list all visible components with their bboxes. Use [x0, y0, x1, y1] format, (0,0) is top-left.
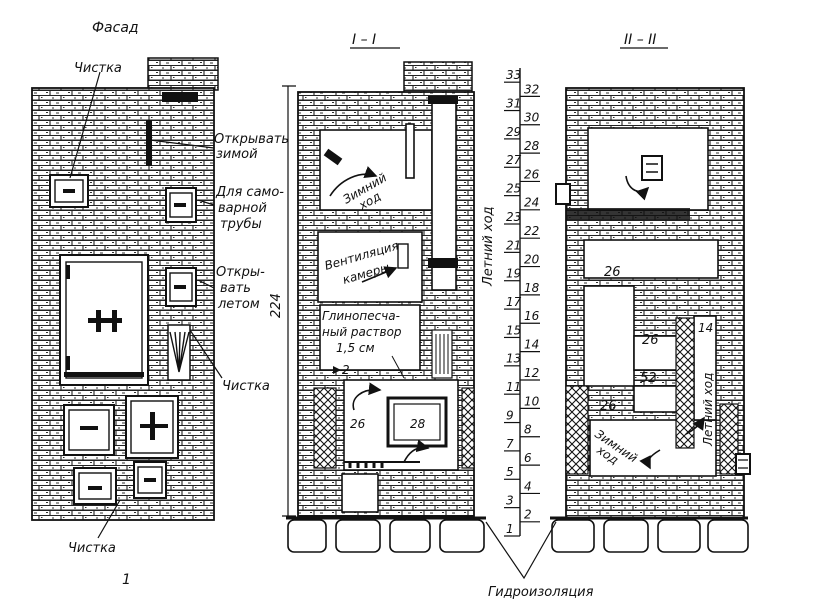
insulation-right-2 — [675, 317, 695, 449]
section-2-view: II – II 26 26 52 26 14 Ле — [555, 32, 751, 519]
course-number: 29 — [506, 125, 521, 139]
label-summer-flue: Летний ход — [481, 206, 496, 287]
label-mortar-1: Глинопесча- — [322, 309, 400, 323]
side-door-lower — [735, 453, 751, 475]
label-cleanout-top: Чистка — [74, 61, 122, 76]
course-number: 27 — [506, 153, 522, 167]
upper-separator — [566, 208, 690, 220]
waterproofing-leader — [485, 521, 557, 580]
course-number: 4 — [524, 479, 532, 493]
top-damper — [428, 96, 458, 104]
course-number: 22 — [524, 224, 539, 238]
course-number: 1 — [506, 522, 514, 536]
insulation-left — [313, 387, 337, 469]
insulation-right — [461, 387, 475, 469]
course-number: 30 — [524, 111, 540, 125]
label-samovar-2: варной — [218, 201, 267, 216]
channel-left — [583, 285, 635, 387]
course-number: 6 — [524, 451, 532, 465]
course-number: 33 — [506, 68, 521, 82]
label-mortar-3: 1,5 см — [336, 341, 375, 355]
label-dim-28: 28 — [410, 417, 426, 431]
section-1-title: I – I — [352, 32, 376, 48]
course-number: 8 — [524, 423, 532, 437]
course-number: 7 — [506, 437, 514, 451]
chamber-vent — [641, 155, 663, 181]
course-number: 9 — [506, 408, 514, 422]
course-number: 13 — [506, 352, 521, 366]
winter-damper-handle — [146, 120, 152, 166]
label-mortar-2: ный раствор — [322, 325, 402, 339]
course-number: 23 — [506, 210, 521, 224]
course-number: 10 — [524, 394, 540, 408]
mortar-layer-zone — [319, 304, 421, 371]
label-dim-26-a: 26 — [604, 265, 621, 280]
label-height-224: 224 — [269, 293, 284, 318]
cleanout-door-bottom-left — [73, 467, 117, 505]
course-number: 31 — [506, 96, 521, 110]
course-number: 5 — [506, 465, 514, 479]
course-number: 14 — [524, 338, 539, 352]
course-scale: 1234567891011121314151617181920212223242… — [504, 68, 540, 537]
course-number: 24 — [524, 196, 539, 210]
label-dim-26: 26 — [350, 417, 366, 431]
summer-damper — [428, 258, 458, 268]
samovar-cap — [162, 92, 198, 102]
facade-title: Фасад — [92, 20, 139, 36]
label-cleanout-right: Чистка — [222, 379, 270, 394]
label-open-summer-1: Откры- — [216, 265, 265, 280]
course-number: 2 — [524, 508, 532, 522]
course-number: 16 — [524, 309, 540, 323]
course-number: 25 — [506, 182, 521, 196]
course-number: 20 — [524, 252, 540, 266]
ash-pit — [341, 473, 379, 513]
label-samovar-1: Для само- — [215, 185, 284, 200]
course-number: 12 — [524, 366, 539, 380]
course-number: 28 — [524, 139, 540, 153]
label-dim-26-c: 26 — [600, 399, 617, 414]
label-cleanout-bottom: Чистка — [68, 541, 116, 556]
channel-row-1 — [583, 239, 719, 279]
label-samovar-3: трубы — [220, 217, 262, 232]
label-dim-52: 52 — [640, 371, 657, 386]
facade-view: Фасад — [31, 20, 289, 588]
section-2-title: II – II — [624, 32, 656, 48]
course-number: 18 — [524, 281, 540, 295]
course-number: 32 — [524, 82, 539, 96]
course-number: 26 — [524, 167, 540, 181]
course-number: 19 — [506, 267, 521, 281]
label-dim-2: 2 — [342, 363, 350, 377]
course-number: 3 — [506, 494, 514, 508]
ventilation-valve — [397, 243, 409, 269]
facade-chimney — [147, 57, 219, 91]
section-1-chimney — [403, 61, 473, 95]
winter-damper — [405, 123, 415, 179]
insulation-left-2 — [565, 385, 589, 475]
course-number: 15 — [506, 323, 521, 337]
course-number: 11 — [506, 380, 521, 394]
label-open-winter-1: Открывать — [214, 132, 289, 147]
label-summer-flue-2: Летний ход — [701, 373, 715, 447]
side-door-upper — [555, 183, 571, 205]
course-number: 17 — [506, 295, 522, 309]
label-open-winter-2: зимой — [216, 147, 258, 162]
label-waterproofing: Гидроизоляция — [488, 585, 594, 600]
label-dim-26-b: 26 — [642, 333, 659, 348]
label-dim-14: 14 — [698, 321, 713, 335]
label-open-summer-3: летом — [217, 297, 260, 312]
section-1-view: I – I — [269, 32, 496, 517]
figure-number: 1 — [122, 572, 131, 588]
label-open-summer-2: вать — [220, 281, 251, 296]
course-number: 21 — [506, 238, 521, 252]
foundation — [287, 519, 749, 553]
